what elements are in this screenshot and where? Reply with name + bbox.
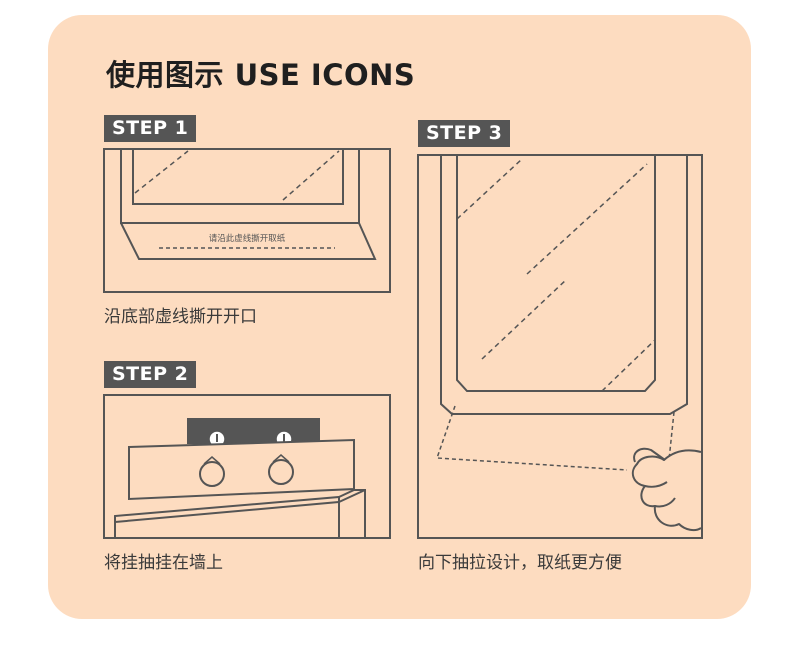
step-2-badge: STEP 2 <box>104 361 197 388</box>
step-3-badge: STEP 3 <box>418 120 511 147</box>
step-2-caption: 将挂抽挂在墙上 <box>104 553 223 573</box>
tear-line-text: 请沿此虚线撕开取纸 <box>209 233 286 244</box>
step-3-caption: 向下抽拉设计，取纸更方便 <box>418 553 622 573</box>
step-1-caption: 沿底部虚线撕开开口 <box>104 307 257 327</box>
pulling-hand-icon <box>631 447 702 532</box>
hanging-strip <box>187 418 320 444</box>
step-1-badge: STEP 1 <box>104 115 197 142</box>
step-1-illustration: 请沿此虚线撕开取纸 <box>103 148 391 293</box>
page-title: 使用图示 USE ICONS <box>106 58 416 92</box>
step-2-illustration <box>103 394 391 539</box>
step-3-illustration <box>417 154 703 539</box>
wall-hook-icon <box>208 430 226 448</box>
